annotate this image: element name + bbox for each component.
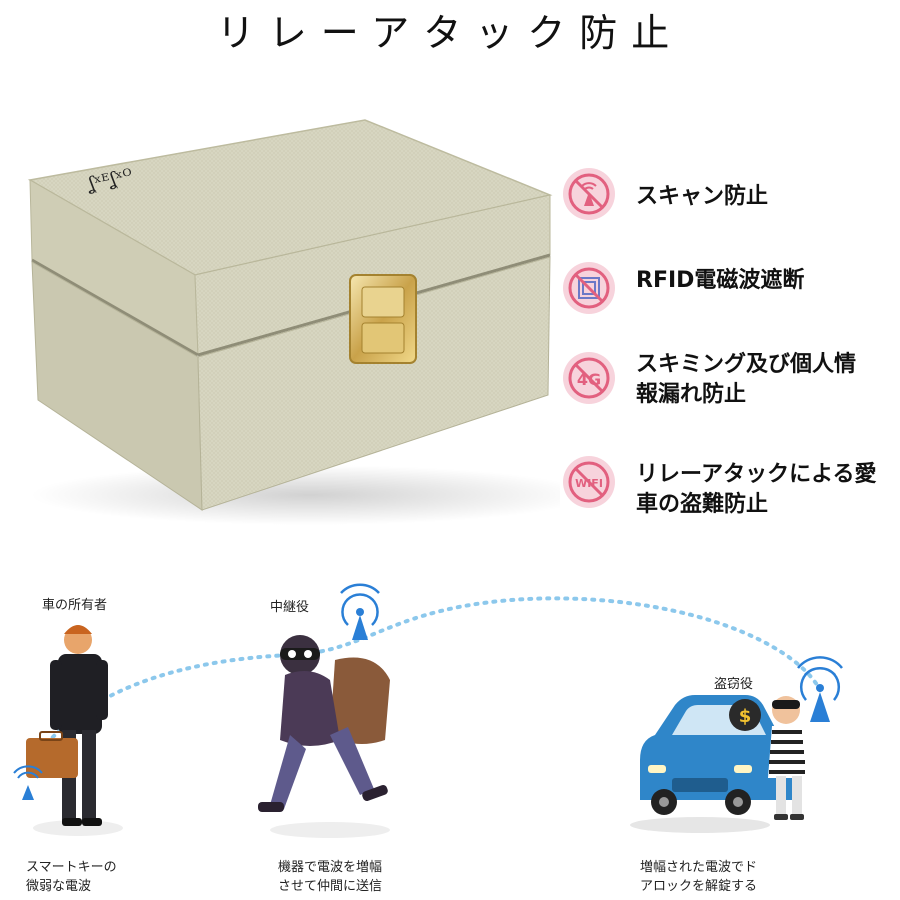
feature-item-3: 4G (563, 352, 615, 404)
relay-label: 中継役 (270, 600, 310, 615)
money-bag (729, 699, 761, 731)
feature-line: スキミング及び個人情 (636, 352, 857, 377)
thief-caption: 増幅された電波でド アロックを解錠する (640, 858, 757, 896)
owner-label: 車の所有者 (42, 598, 108, 613)
feature-text-2: RFID電磁波遮断 (636, 266, 804, 296)
signal-path (28, 596, 822, 767)
car-thief-figure: $ (729, 656, 843, 820)
caption-line: スマートキーの (26, 860, 117, 875)
wifi-blocked-icon: WIFI (563, 456, 615, 508)
page-title: リレーアタック防止 (216, 11, 684, 55)
feature-text-1: スキャン防止 (636, 182, 768, 212)
caption-line: アロックを解錠する (640, 879, 758, 894)
faraday-box-image: ʆˣᴱʆˣᴼ (27, 119, 560, 525)
feature-text-4: リレーアタックによる愛 車の盗難防止 (636, 460, 876, 520)
feature-line: 報漏れ防止 (636, 382, 747, 407)
feature-item-1 (563, 168, 615, 220)
feature-line: リレーアタックによる愛 (636, 462, 877, 487)
relay-caption: 機器で電波を増幅 させて仲間に送信 (278, 858, 382, 896)
relay-thief-figure (258, 583, 390, 838)
signal-blocked-icon (563, 168, 615, 220)
caption-line: 微弱な電波 (26, 879, 92, 894)
feature-line: スキャン防止 (636, 184, 769, 209)
feature-line: RFID電磁波遮断 (636, 268, 805, 293)
feature-line: 車の盗難防止 (636, 492, 769, 517)
rfid-blocked-icon (563, 262, 615, 314)
4g-blocked-icon: 4G (563, 352, 615, 404)
caption-line: 増幅された電波でド (640, 860, 758, 875)
briefcase (26, 738, 78, 778)
thief-label: 盗窃役 (714, 677, 754, 692)
car-owner-figure (13, 625, 123, 836)
caption-line: 機器で電波を増幅 (278, 860, 383, 875)
relay-attack-illustration: $ (13, 583, 843, 838)
feature-text-3: スキミング及び個人情 報漏れ防止 (636, 350, 856, 410)
feature-item-4: WIFI (563, 456, 615, 508)
owner-caption: スマートキーの 微弱な電波 (26, 858, 117, 896)
caption-line: させて仲間に送信 (278, 879, 383, 894)
feature-item-2 (563, 262, 615, 314)
dollar-sign: $ (739, 706, 752, 727)
